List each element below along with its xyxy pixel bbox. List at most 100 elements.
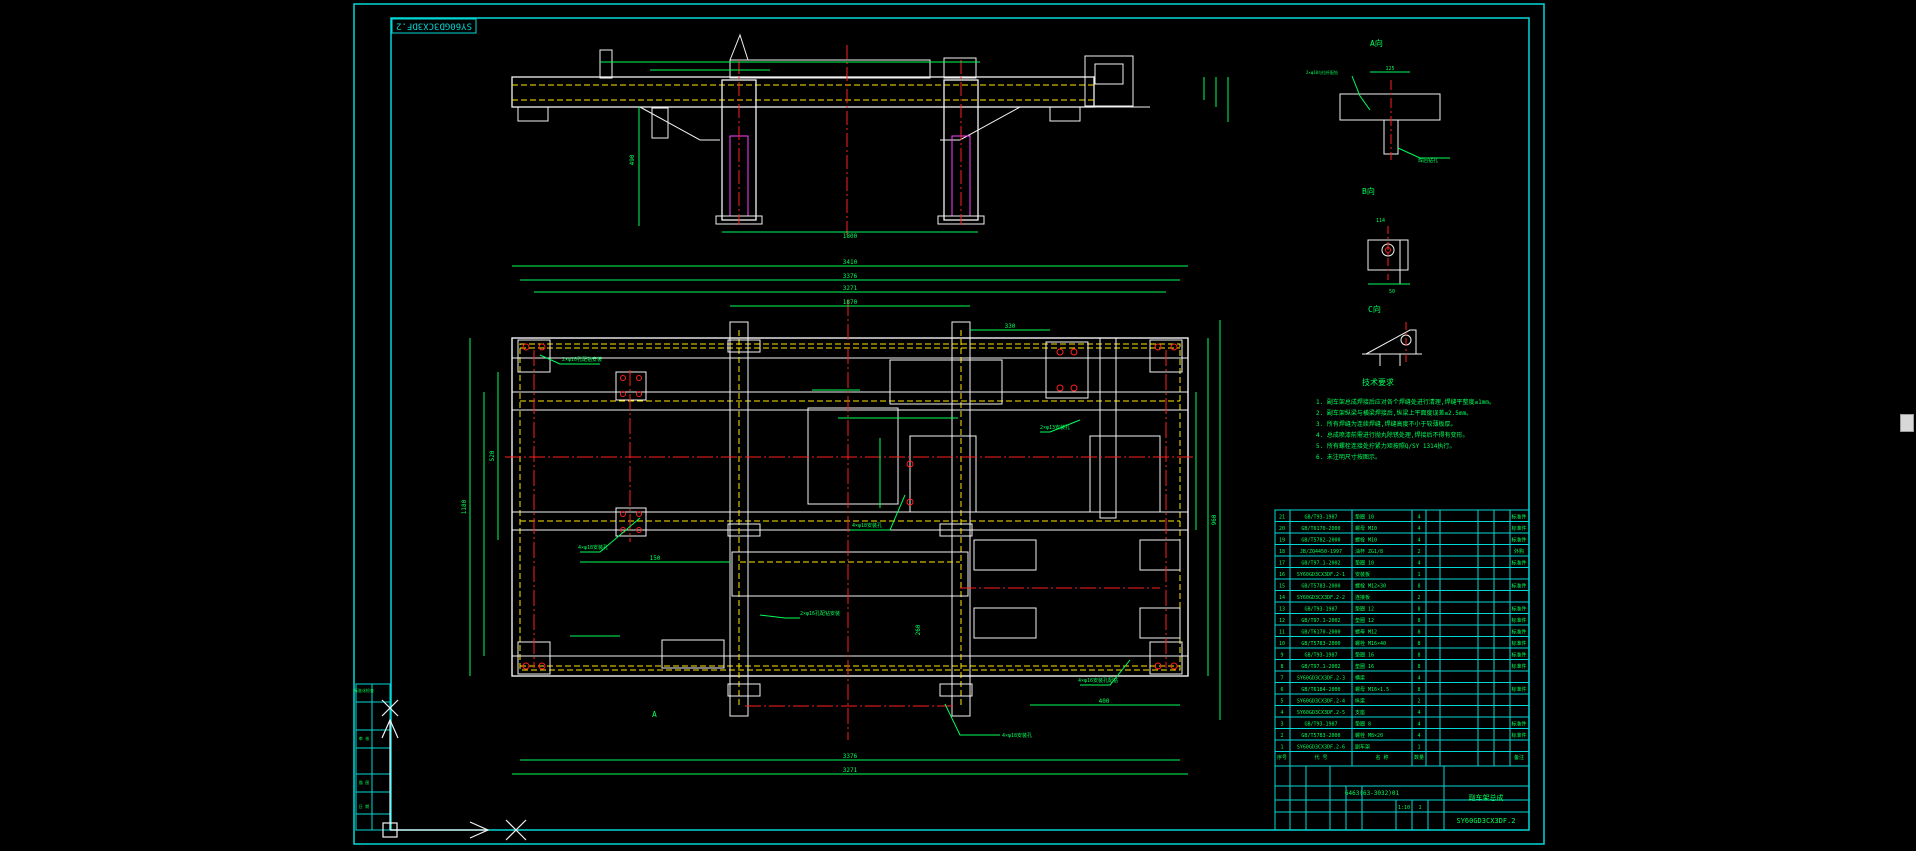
bom-cell-no: 5 bbox=[1280, 699, 1283, 705]
sheet-outer-frame bbox=[353, 3, 1545, 845]
leader-text-3: 2×φ16孔配钻安装 bbox=[800, 610, 840, 617]
dim-offset-a: 520 bbox=[489, 450, 496, 461]
plan-view bbox=[469, 265, 1221, 775]
note-line: 5. 所有螺栓连接处拧紧力矩按照Q/SY 1314执行。 bbox=[1316, 442, 1455, 450]
corner-code-text: SY60GD3CX3DF.2 bbox=[396, 21, 472, 31]
bom-cell-note: 标准件 bbox=[1511, 686, 1526, 693]
bom-cell-code: SY60GD3CX3DF.2-1 bbox=[1297, 572, 1345, 578]
bom-cell-note: 标准件 bbox=[1511, 732, 1526, 739]
sheet-inner-frame bbox=[390, 17, 1530, 831]
frame-outline bbox=[511, 337, 1189, 677]
bom-cell-name: 垫圈 16 bbox=[1355, 652, 1374, 659]
bom-cell-note: 标准件 bbox=[1511, 652, 1526, 659]
bom-cell-no: 13 bbox=[1279, 607, 1285, 613]
leader-text-7: 4×φ16安装孔配钻 bbox=[1078, 677, 1118, 684]
bom-cell-code: GB/T6170-2000 bbox=[1301, 630, 1340, 636]
bom-cell-code: GB/T6184-2000 bbox=[1301, 687, 1340, 693]
bom-cell-code: SY60GD3CX3DF.2-2 bbox=[1297, 595, 1345, 601]
bom-cell-no: 6 bbox=[1280, 687, 1283, 693]
bom-cell-note: 标准件 bbox=[1511, 721, 1526, 728]
title-sheet: 1 bbox=[1418, 805, 1421, 811]
bom-cell-code: GB/T97.1-2002 bbox=[1301, 664, 1340, 670]
bom-cell-qty: 4 bbox=[1417, 538, 1420, 544]
bom-cell-no: 12 bbox=[1279, 618, 1285, 624]
dim-small-a: 150 bbox=[650, 555, 661, 562]
section-a-label: A向 bbox=[1370, 38, 1383, 48]
leader-text-6: 4×φ18安装孔 bbox=[852, 522, 882, 529]
detail-a-leader-2: 2×φ10与拉杆配钻 bbox=[1306, 69, 1338, 75]
title-scale: 1:10 bbox=[1398, 805, 1410, 811]
section-c-label: C向 bbox=[1368, 304, 1381, 314]
dim-overall-length: 3410 bbox=[843, 259, 858, 266]
bom-cell-name: 螺栓 M10 bbox=[1355, 537, 1377, 544]
bom-cell-no: 11 bbox=[1279, 630, 1285, 636]
dim-center-span: 1870 bbox=[843, 299, 858, 306]
bom-cell-name: 垫圈 10 bbox=[1355, 514, 1374, 521]
bom-cell-code: GB/T97.1-2002 bbox=[1301, 561, 1340, 567]
bom-cell-code: GB/T93-1987 bbox=[1304, 515, 1337, 521]
bom-table bbox=[1274, 509, 1530, 767]
bom-cell-qty: 8 bbox=[1417, 607, 1420, 613]
bom-header-note: 备注 bbox=[1514, 754, 1524, 761]
title-name: 副车架总成 bbox=[1469, 793, 1504, 802]
bom-cell-qty: 4 bbox=[1417, 561, 1420, 567]
bom-cell-code: GB/T93-1987 bbox=[1304, 607, 1337, 613]
bom-cell-no: 17 bbox=[1279, 561, 1285, 567]
bom-cell-name: 螺母 M10 bbox=[1355, 525, 1377, 532]
bom-cell-note: 标准件 bbox=[1511, 560, 1526, 567]
bom-cell-no: 21 bbox=[1279, 515, 1285, 521]
ucs-icon bbox=[381, 699, 527, 841]
corner-code-box bbox=[391, 18, 477, 34]
note-line: 4. 总成喷漆前需进行抛丸除锈处理,焊接后不得有变形。 bbox=[1316, 431, 1468, 439]
bom-cell-name: 垫圈 12 bbox=[1355, 617, 1374, 624]
note-line: 3. 所有焊缝为连续焊缝,焊缝高度不小于较薄板厚。 bbox=[1316, 420, 1456, 428]
bom-cell-code: GB/T5783-2000 bbox=[1301, 641, 1340, 647]
bom-header-code: 代 号 bbox=[1314, 754, 1327, 761]
elevation-view bbox=[511, 33, 1229, 235]
detail-b-dim-2: 50 bbox=[1389, 289, 1395, 295]
bom-cell-qty: 4 bbox=[1417, 733, 1420, 739]
bom-cell-qty: 4 bbox=[1417, 526, 1420, 532]
bom-header-name: 名 称 bbox=[1375, 754, 1388, 761]
bom-cell-name: 横梁 bbox=[1355, 675, 1365, 682]
bom-header-qty: 数量 bbox=[1414, 754, 1424, 761]
bom-cell-code: SY60GD3CX3DF.2-6 bbox=[1297, 745, 1345, 751]
detail-b-dim: 114 bbox=[1376, 218, 1385, 224]
bom-cell-name: 垫圈 16 bbox=[1355, 663, 1374, 670]
bom-cell-code: GB/T93-1987 bbox=[1304, 722, 1337, 728]
dim-top-span: 1800 bbox=[843, 233, 858, 240]
title-material: 6463(63-3032)01 bbox=[1345, 790, 1400, 797]
dim-bottom-length-1: 3376 bbox=[843, 753, 858, 760]
section-b-label: B向 bbox=[1362, 186, 1375, 196]
bom-cell-code: GB/T6170-2000 bbox=[1301, 526, 1340, 532]
bom-cell-qty: 2 bbox=[1417, 549, 1420, 555]
detail-c bbox=[1362, 322, 1422, 366]
bom-cell-note: 标准件 bbox=[1511, 640, 1526, 647]
bom-cell-name: 垫圈 10 bbox=[1355, 560, 1374, 567]
bom-cell-name: 副车架 bbox=[1355, 744, 1370, 751]
bom-cell-code: SY60GD3CX3DF.2-5 bbox=[1297, 710, 1345, 716]
scrollbar-thumb[interactable] bbox=[1900, 414, 1914, 432]
detail-a bbox=[1339, 71, 1450, 160]
dim-top-height: 490 bbox=[629, 154, 636, 165]
bom-cell-note: 标准件 bbox=[1511, 514, 1526, 521]
margin-row-4: 日 期 bbox=[359, 803, 369, 809]
title-block bbox=[1274, 765, 1530, 831]
bom-cell-qty: 8 bbox=[1417, 664, 1420, 670]
bom-cell-qty: 1 bbox=[1417, 745, 1420, 751]
bom-cell-qty: 8 bbox=[1417, 687, 1420, 693]
bom-cell-no: 4 bbox=[1280, 710, 1283, 716]
bom-cell-code: GB/T5783-2000 bbox=[1301, 584, 1340, 590]
bom-cell-name: 垫圈 12 bbox=[1355, 606, 1374, 613]
margin-row-1: 标准化检查 bbox=[354, 687, 374, 693]
leader-text-5: 2×φ13安装孔 bbox=[1040, 424, 1070, 431]
bom-cell-qty: 4 bbox=[1417, 676, 1420, 682]
detail-b bbox=[1367, 226, 1410, 285]
bom-cell-no: 1 bbox=[1280, 745, 1283, 751]
bom-cell-note: 标准件 bbox=[1511, 537, 1526, 544]
bom-cell-qty: 8 bbox=[1417, 653, 1420, 659]
detail-a-dim: 125 bbox=[1385, 66, 1394, 72]
bom-cell-note: 标准件 bbox=[1511, 525, 1526, 532]
